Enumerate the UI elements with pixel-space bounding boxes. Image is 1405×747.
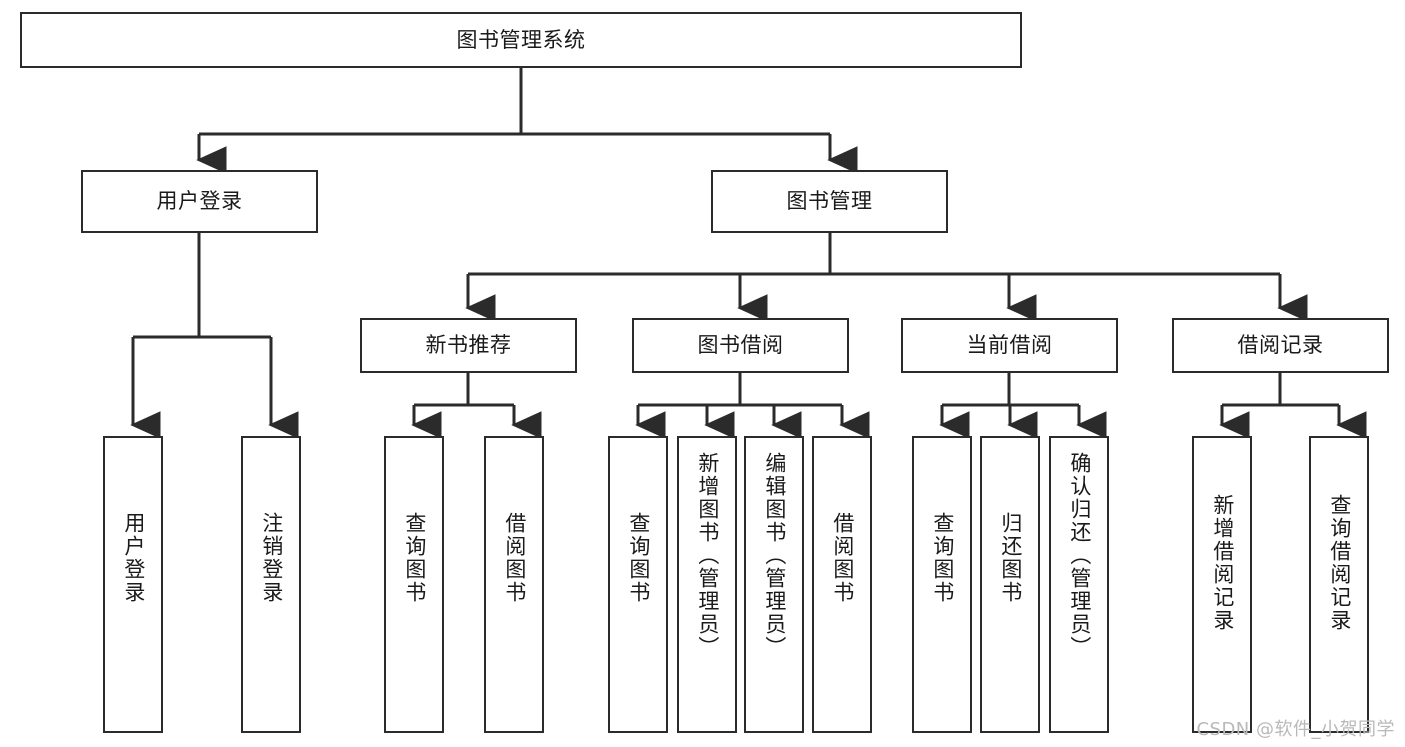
node-leaf-nb-borrow-book-label: 借阅图书 — [502, 512, 527, 604]
node-user-login-label: 用户登录 — [156, 189, 243, 214]
node-leaf-bw-query-book[interactable]: 查询图书 — [608, 436, 668, 733]
node-leaf-cr-return-book-label: 归还图书 — [998, 512, 1023, 604]
node-leaf-cr-confirm-return-label: 确认归还（管理员） — [1067, 452, 1092, 659]
node-new-book-recommend[interactable]: 新书推荐 — [360, 318, 577, 373]
node-leaf-rc-add-record[interactable]: 新增借阅记录 — [1192, 436, 1252, 733]
node-leaf-cr-query-book[interactable]: 查询图书 — [912, 436, 972, 733]
node-leaf-nb-borrow-book[interactable]: 借阅图书 — [484, 436, 544, 733]
node-leaf-cr-query-book-label: 查询图书 — [930, 512, 955, 604]
node-borrow-records[interactable]: 借阅记录 — [1172, 318, 1389, 373]
node-leaf-rc-query-record-label: 查询借阅记录 — [1327, 494, 1352, 632]
node-leaf-user-login-label: 用户登录 — [121, 512, 146, 604]
node-current-borrow[interactable]: 当前借阅 — [901, 318, 1118, 373]
node-leaf-nb-query-book[interactable]: 查询图书 — [384, 436, 444, 733]
node-root-label: 图书管理系统 — [456, 27, 586, 52]
node-leaf-rc-query-record[interactable]: 查询借阅记录 — [1309, 436, 1369, 733]
node-leaf-bw-edit-book-label: 编辑图书（管理员） — [762, 452, 787, 659]
node-book-management-label: 图书管理 — [786, 189, 873, 214]
node-leaf-bw-add-book-label: 新增图书（管理员） — [695, 452, 720, 659]
node-leaf-rc-add-record-label: 新增借阅记录 — [1210, 494, 1235, 632]
node-leaf-bw-borrow-book[interactable]: 借阅图书 — [812, 436, 872, 733]
node-leaf-cr-return-book[interactable]: 归还图书 — [980, 436, 1040, 733]
node-leaf-cr-confirm-return[interactable]: 确认归还（管理员） — [1049, 436, 1109, 733]
node-book-borrow[interactable]: 图书借阅 — [632, 318, 849, 373]
node-leaf-bw-query-book-label: 查询图书 — [626, 512, 651, 604]
node-leaf-nb-query-book-label: 查询图书 — [402, 512, 427, 604]
node-leaf-user-logout[interactable]: 注销登录 — [241, 436, 301, 733]
node-book-borrow-label: 图书借阅 — [697, 333, 784, 358]
node-book-management[interactable]: 图书管理 — [711, 170, 948, 233]
node-current-borrow-label: 当前借阅 — [966, 333, 1053, 358]
node-new-book-recommend-label: 新书推荐 — [425, 333, 512, 358]
node-leaf-bw-add-book[interactable]: 新增图书（管理员） — [677, 436, 737, 733]
node-leaf-bw-borrow-book-label: 借阅图书 — [830, 512, 855, 604]
node-leaf-bw-edit-book[interactable]: 编辑图书（管理员） — [744, 436, 804, 733]
node-root[interactable]: 图书管理系统 — [20, 12, 1022, 68]
node-leaf-user-logout-label: 注销登录 — [259, 512, 284, 604]
node-borrow-records-label: 借阅记录 — [1237, 333, 1324, 358]
csdn-watermark: CSDN @软件_小贺同学 — [1196, 719, 1395, 740]
node-leaf-user-login[interactable]: 用户登录 — [103, 436, 163, 733]
node-user-login[interactable]: 用户登录 — [81, 170, 318, 233]
